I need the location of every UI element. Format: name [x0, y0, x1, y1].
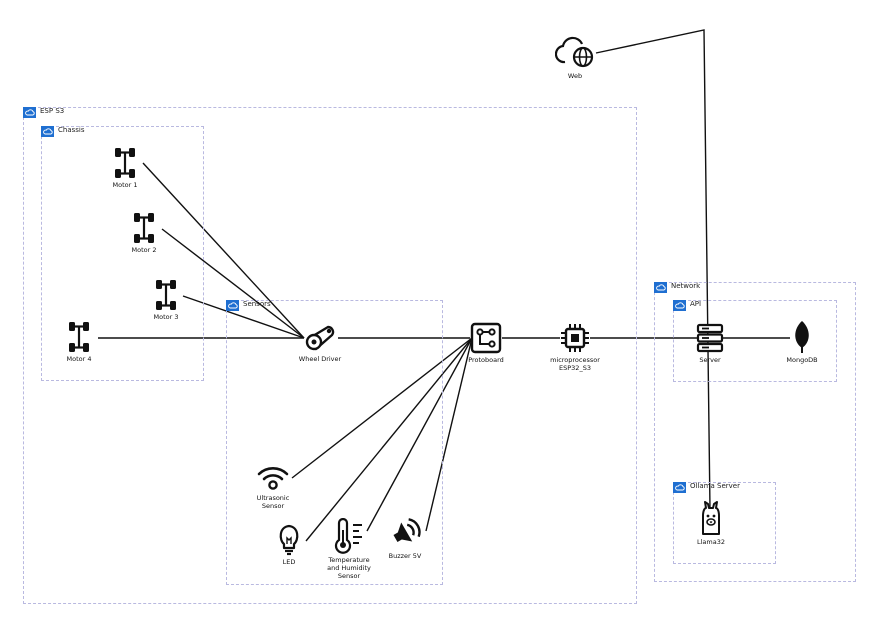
node-ultrasonic-sensor[interactable]: Ultrasonic Sensor [248, 462, 298, 510]
node-label: Motor 1 [112, 181, 138, 189]
llama-icon [702, 501, 720, 535]
group-label: Ollama Server [690, 482, 740, 490]
node-label: MongoDB [786, 356, 818, 364]
node-llama32[interactable]: Llama32 [688, 500, 734, 546]
node-mongodb[interactable]: MongoDB [777, 320, 827, 364]
circuit-board-icon [470, 322, 502, 354]
node-motor-4[interactable]: Motor 4 [54, 321, 104, 363]
chassis-wheels-icon [115, 148, 135, 178]
node-label: microprocessor ESP32_S3 [550, 356, 600, 372]
group-ollama-server: Ollama Server [673, 482, 776, 564]
node-label: Motor 4 [66, 355, 92, 363]
cloud-icon [41, 126, 54, 137]
chip-icon [561, 324, 589, 352]
node-label: Wheel Driver [298, 355, 342, 363]
node-label: Buzzer 5V [388, 552, 422, 560]
lightbulb-icon [279, 524, 299, 556]
group-chassis: Chassis [41, 126, 204, 381]
group-sensors: Sensors [226, 300, 443, 585]
node-label: Motor 3 [153, 313, 179, 321]
wifi-signal-icon [257, 467, 289, 490]
thermometer-icon [334, 518, 362, 554]
node-microprocessor[interactable]: microprocessor ESP32_S3 [540, 322, 610, 372]
node-label: Ultrasonic Sensor [256, 494, 290, 510]
node-label: Llama32 [697, 538, 725, 546]
group-label: ESP S3 [40, 107, 65, 115]
mongodb-leaf-icon [795, 321, 809, 353]
speaker-icon [393, 518, 421, 542]
cloud-icon [226, 300, 239, 311]
node-motor-3[interactable]: Motor 3 [141, 279, 191, 321]
cloud-icon [654, 282, 667, 293]
cloud-icon [23, 107, 36, 118]
node-wheel-driver[interactable]: Wheel Driver [290, 321, 350, 363]
belt-drive-icon [305, 325, 335, 351]
link-temp-protoboard [366, 337, 473, 532]
node-label: Motor 2 [131, 246, 157, 254]
link-motor1-wheel [142, 162, 305, 339]
node-protoboard[interactable]: Protoboard [462, 322, 510, 364]
node-server[interactable]: Server [686, 322, 734, 364]
node-temperature-humidity-sensor[interactable]: Temperature and Humidity Sensor [320, 518, 378, 580]
server-icon [696, 323, 724, 353]
group-api: API [673, 300, 837, 382]
group-label: API [690, 300, 702, 308]
node-label: Protoboard [468, 356, 504, 364]
cloud-icon [673, 482, 686, 493]
chassis-wheels-icon [69, 322, 89, 352]
node-web[interactable]: Web [552, 36, 598, 80]
group-label: Chassis [58, 126, 85, 134]
cloud-globe-icon [555, 36, 594, 68]
node-label: Server [699, 356, 721, 364]
group-esp-s3: ESP S3 [23, 107, 637, 604]
link-motor2-wheel [161, 228, 305, 339]
node-motor-1[interactable]: Motor 1 [100, 147, 150, 189]
node-motor-2[interactable]: Motor 2 [119, 212, 169, 254]
node-label: LED [282, 558, 296, 566]
group-network: Network [654, 282, 856, 582]
node-label: Web [567, 72, 583, 80]
node-led[interactable]: LED [266, 522, 312, 566]
group-label: Sensors [243, 300, 271, 308]
node-buzzer[interactable]: Buzzer 5V [382, 516, 428, 560]
link-buzzer-protoboard [425, 337, 473, 532]
chassis-wheels-icon [156, 280, 176, 310]
node-label: Temperature and Humidity Sensor [327, 556, 371, 580]
link-led-protoboard [305, 337, 473, 542]
group-label: Network [671, 282, 701, 290]
cloud-icon [673, 300, 686, 311]
chassis-wheels-icon [134, 213, 154, 243]
